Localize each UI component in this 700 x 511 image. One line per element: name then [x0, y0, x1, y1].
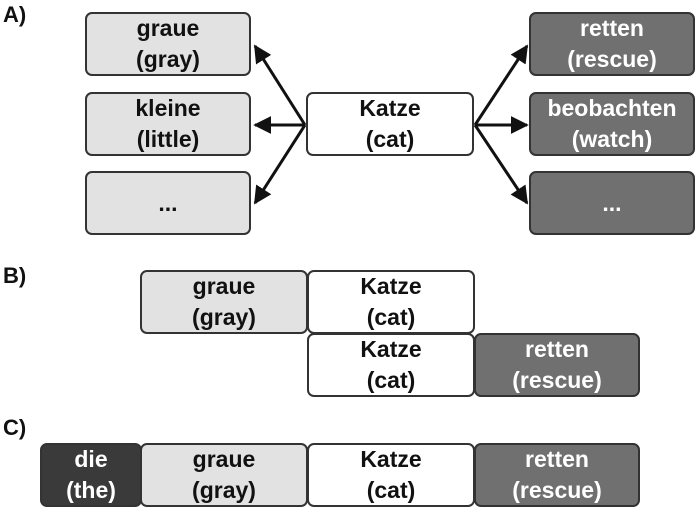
gloss: (gray) [136, 46, 200, 72]
box-retten: retten (rescue) [529, 12, 695, 76]
arrow-to-left-ellipsis [253, 124, 307, 205]
box-c-graue: graue (gray) [140, 443, 308, 507]
box-c-retten: retten (rescue) [474, 443, 640, 507]
gloss: (cat) [366, 304, 416, 330]
box-c-die: die (the) [40, 443, 142, 507]
box-graue: graue (gray) [85, 12, 251, 76]
word: Katze [360, 446, 422, 472]
word: ... [602, 189, 622, 216]
box-b-retten: retten (rescue) [474, 333, 640, 397]
word: Katze [360, 336, 422, 362]
word: graue [136, 15, 200, 41]
panel-label-a: A) [3, 2, 27, 27]
gloss: (rescue) [512, 367, 602, 393]
word: ... [158, 189, 178, 216]
arrow-to-right-ellipsis [473, 124, 529, 205]
box-b-katze-1: Katze (cat) [307, 270, 475, 334]
word: retten [580, 15, 644, 41]
word: retten [525, 446, 589, 472]
gloss: (cat) [366, 477, 416, 503]
box-b-graue: graue (gray) [140, 270, 308, 334]
gloss: (gray) [192, 304, 256, 330]
box-katze-center: Katze (cat) [306, 92, 474, 156]
gloss: (rescue) [512, 477, 602, 503]
word: retten [525, 336, 589, 362]
word: graue [192, 446, 256, 472]
panel-label-c: C) [3, 415, 27, 440]
gloss: (watch) [571, 126, 653, 152]
word: die [74, 446, 108, 472]
box-b-katze-2: Katze (cat) [307, 333, 475, 397]
gloss: (cat) [366, 367, 416, 393]
gloss: (little) [136, 126, 200, 152]
box-right-ellipsis: ... [529, 171, 695, 235]
word: beobachten [547, 95, 677, 121]
word: Katze [359, 95, 421, 121]
arrow-to-retten [473, 44, 529, 126]
arrow-to-graue [253, 44, 307, 126]
gloss: (the) [66, 477, 116, 503]
word: graue [192, 273, 256, 299]
panel-label-b: B) [3, 263, 27, 288]
box-beobachten: beobachten (watch) [529, 92, 695, 156]
box-c-katze: Katze (cat) [307, 443, 475, 507]
gloss: (gray) [192, 477, 256, 503]
box-left-ellipsis: ... [85, 171, 251, 235]
box-kleine: kleine (little) [85, 92, 251, 156]
word: Katze [360, 273, 422, 299]
gloss: (cat) [365, 126, 415, 152]
gloss: (rescue) [567, 46, 657, 72]
word: kleine [135, 95, 201, 121]
